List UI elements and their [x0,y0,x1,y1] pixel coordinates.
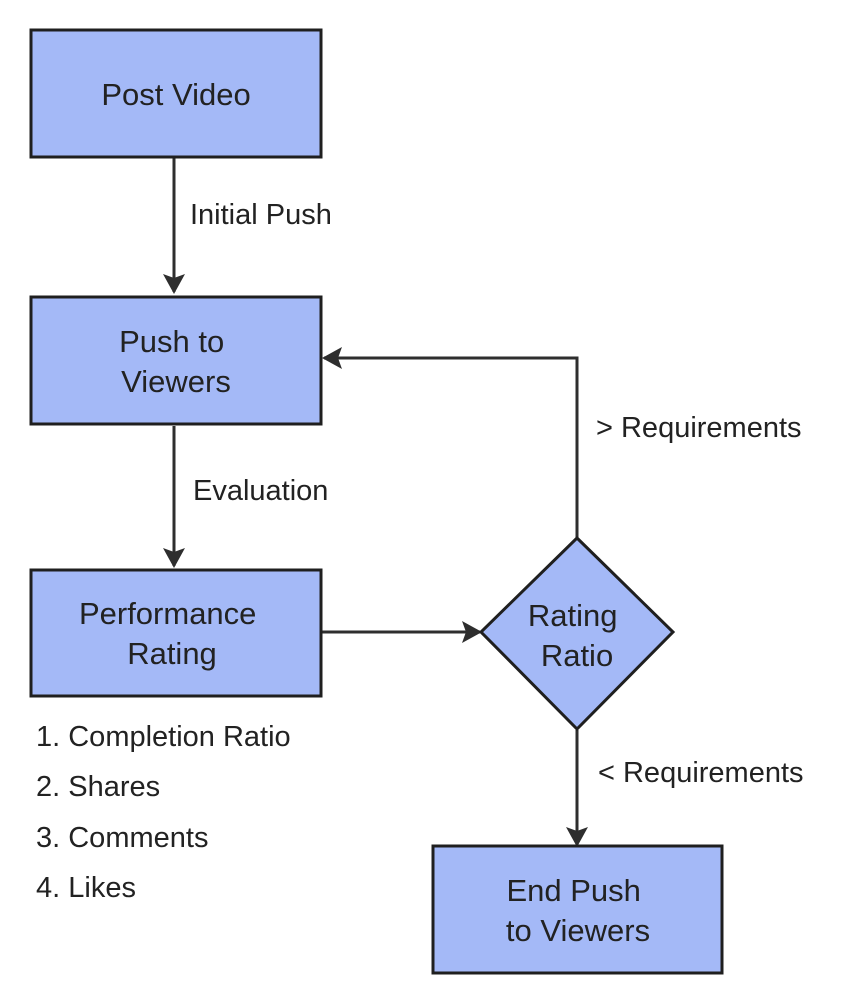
edge-label-initial-push: Initial Push [190,199,332,231]
criteria-item-completion-ratio: 1. Completion Ratio [36,721,291,753]
node-push-to-viewers: Push to Viewers [29,295,323,426]
push-to-viewers-label-line-2: Viewers [121,364,231,399]
svg-text:Performance Rating: Performance Rating [79,596,265,671]
node-performance-rating: Performance Rating [29,568,323,698]
rating-ratio-label-line-2: Ratio [541,638,613,673]
rating-ratio-label-line-1: Rating [528,598,618,633]
node-end-push: End Push to Viewers [431,844,724,975]
performance-rating-label-line-1: Performance [79,596,256,631]
edge-ratio-to-push-loop [322,347,579,538]
edges [163,158,588,847]
criteria-item-comments: 3. Comments [36,822,208,854]
edge-label-evaluation: Evaluation [193,475,328,507]
edge-label-below-requirements: < Requirements [598,757,804,789]
svg-text:Push to Viewers: Push to Viewers [119,324,233,399]
end-push-box [431,844,724,975]
svg-text:Rating Ratio: Rating Ratio [528,598,626,673]
node-rating-ratio: Rating Ratio [478,535,676,732]
svg-text:End Push to Viewers: End Push to Viewers [506,873,650,948]
performance-rating-label-line-2: Rating [127,636,217,671]
end-push-label-line-1: End Push [506,873,640,908]
push-to-viewers-label-line-1: Push to [119,324,224,359]
edge-label-above-requirements: > Requirements [596,412,802,444]
svg-text:Post Video: Post Video [101,77,250,112]
criteria-item-likes: 4. Likes [36,872,136,904]
node-post-video: Post Video [29,28,323,159]
push-to-viewers-box [29,295,323,426]
criteria-list: 1. Completion Ratio 2. Shares 3. Comment… [36,721,291,904]
criteria-item-shares: 2. Shares [36,771,160,803]
rating-ratio-diamond [478,535,676,732]
post-video-label: Post Video [101,77,250,112]
performance-rating-box [29,568,323,698]
post-video-box [29,28,323,159]
end-push-label-line-2: to Viewers [506,913,650,948]
